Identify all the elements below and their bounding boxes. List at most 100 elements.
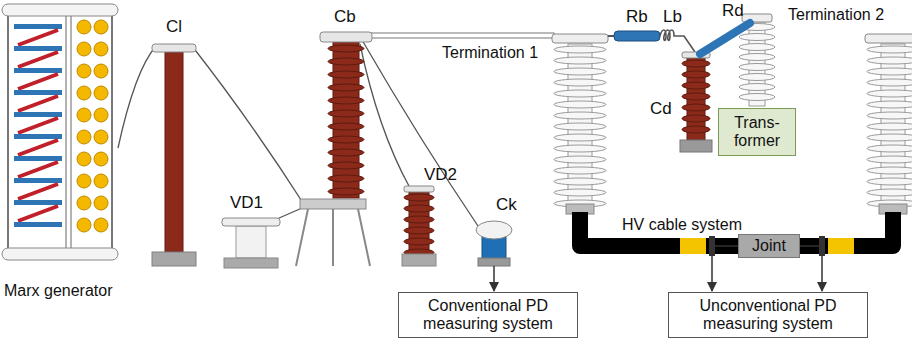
wire (192, 46, 305, 206)
coupling-capacitor (482, 236, 506, 260)
spark-gap (77, 86, 91, 100)
termination-insulator-shed (554, 145, 606, 152)
cable-screen (828, 238, 854, 254)
spark-gap (94, 108, 108, 122)
spark-gap (77, 196, 91, 210)
termination-insulator-shed (867, 101, 912, 108)
bushing-insulator-shed (739, 64, 775, 71)
part-label: Rb (626, 8, 648, 27)
marx-resistor (18, 52, 58, 67)
marx-frame (2, 248, 118, 260)
part-label: HV cable system (622, 216, 742, 234)
spark-gap (94, 196, 108, 210)
wire (118, 46, 156, 148)
coupling-base (478, 258, 510, 266)
capacitor-insulator-shed (682, 115, 710, 122)
termination-insulator-shed (867, 79, 912, 86)
termination-insulator-shed (554, 134, 606, 141)
capacitor-insulator-shed (682, 71, 710, 78)
capacitor-insulator-shed (328, 71, 364, 78)
capacitor-insulator-shed (328, 188, 364, 195)
signal-arrow (712, 246, 738, 291)
spark-gap (77, 152, 91, 166)
bushing-insulator-shed (739, 94, 775, 101)
capacitor-insulator-shed (328, 162, 364, 169)
capacitor-insulator-shed (328, 45, 364, 52)
divider-insulator-shed (404, 238, 434, 245)
hv-lead (370, 33, 554, 38)
tripod-leg (332, 209, 334, 266)
bushing-insulator-shed (739, 84, 775, 91)
spark-gap (94, 20, 108, 34)
spark-gap (94, 64, 108, 78)
inductor-symbol (660, 30, 695, 52)
termination-insulator-shed (867, 145, 912, 152)
part-label: Lb (663, 8, 682, 27)
marx-post (70, 14, 72, 250)
capacitor-cap (320, 32, 372, 42)
marx-resistor (18, 30, 58, 45)
capacitor-insulator-shed (328, 136, 364, 143)
termination-insulator-shed (554, 57, 606, 64)
capacitor-base (680, 140, 712, 152)
termination-insulator-shed (554, 178, 606, 185)
capacitor-insulator-shed (682, 60, 710, 67)
signal-arrow (800, 246, 822, 291)
termination-insulator-shed (554, 68, 606, 75)
spark-gap (77, 218, 91, 232)
divider-cap (404, 186, 434, 192)
wire (362, 40, 478, 226)
termination-insulator-shed (554, 46, 606, 53)
coupling-dome (476, 221, 512, 239)
divider-insulator-shed (404, 194, 434, 201)
spark-gap (77, 130, 91, 144)
capacitor-insulator-shed (682, 93, 710, 100)
termination-insulator-shed (867, 178, 912, 185)
marx-capacitor (14, 46, 62, 51)
marx-resistor (18, 162, 58, 177)
joint-box: Joint (738, 234, 800, 258)
part-label: Cl (166, 18, 182, 37)
cable-screen (680, 238, 706, 254)
tripod-leg (296, 209, 308, 266)
tripod-leg (358, 209, 370, 266)
termination-cap (865, 34, 912, 43)
termination-insulator-shed (554, 123, 606, 130)
bushing-insulator-shed (739, 34, 775, 41)
spark-gap (94, 174, 108, 188)
part-label: VD2 (424, 166, 457, 185)
termination-insulator-shed (554, 156, 606, 163)
spark-gap (94, 152, 108, 166)
capacitor-base (152, 252, 196, 266)
marx-post (7, 14, 9, 250)
bushing-insulator-shed (739, 44, 775, 51)
termination-insulator-shed (554, 79, 606, 86)
bushing-insulator-shed (739, 54, 775, 61)
marx-resistor (18, 206, 58, 221)
marx-capacitor (14, 112, 62, 117)
capacitor-insulator-shed (328, 84, 364, 91)
node-text: Joint (752, 237, 786, 255)
termination-insulator-shed (867, 167, 912, 174)
marx-capacitor (14, 178, 62, 183)
bushing-insulator-shed (739, 74, 775, 81)
marx-resistor (18, 140, 58, 155)
part-label: Rd (722, 2, 744, 21)
part-label: VD1 (230, 194, 263, 213)
termination-insulator-shed (554, 189, 606, 196)
capacitor-insulator-shed (328, 175, 364, 182)
part-label: Marx generator (4, 282, 113, 300)
marx-capacitor (14, 200, 62, 205)
divider-body (236, 226, 266, 258)
part-label: Cb (334, 8, 356, 27)
termination-insulator-shed (867, 156, 912, 163)
capacitor-insulator-shed (682, 126, 710, 133)
marx-capacitor (14, 222, 62, 227)
wire (608, 35, 614, 37)
capacitor-insulator-shed (328, 123, 364, 130)
part-label: Cd (650, 100, 672, 119)
marx-post (65, 14, 67, 250)
node-text: Unconventional PD measuring system (673, 297, 863, 333)
